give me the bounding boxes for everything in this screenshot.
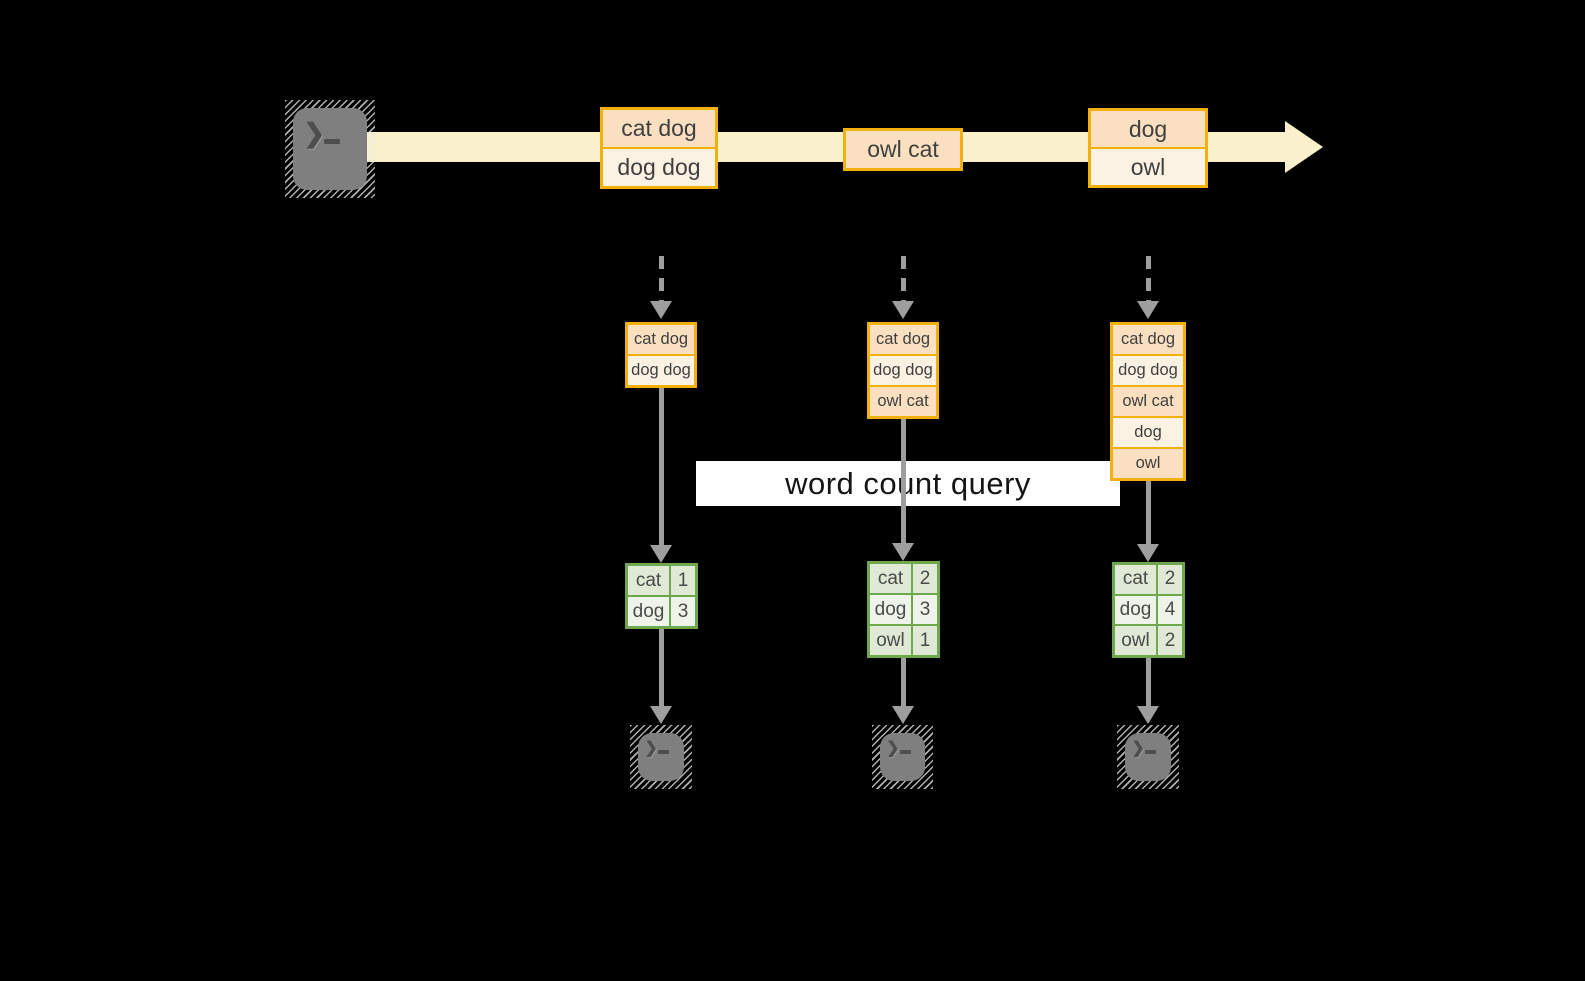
count-word: owl: [1115, 626, 1156, 655]
word-line: cat dog: [1113, 325, 1183, 354]
ingest-arrow-dashed-1: [659, 256, 664, 301]
count-word: dog: [628, 597, 669, 626]
word-line: owl cat: [846, 131, 960, 168]
ingest-arrowhead-2: [892, 301, 914, 319]
word-line: dog dog: [603, 149, 715, 186]
stream-arrowhead-icon: [1285, 121, 1323, 173]
count-value: 3: [671, 597, 695, 626]
count-value: 2: [913, 564, 937, 593]
count-word: dog: [1115, 595, 1156, 625]
word-line: owl cat: [1113, 387, 1183, 416]
count-word: owl: [870, 626, 911, 655]
output-terminal-icon-3: ❯: [1117, 725, 1179, 789]
source-terminal-icon: ❯: [285, 100, 375, 198]
word-line: dog dog: [628, 356, 694, 385]
query-arrow-shaft-1: [659, 388, 664, 546]
output-arrow-shaft-3: [1146, 658, 1151, 707]
word-line: owl cat: [870, 387, 936, 416]
prompt-chevron-icon: ❯: [644, 739, 658, 757]
query-arrowhead-3: [1137, 544, 1159, 562]
prompt-chevron-icon: ❯: [1131, 739, 1145, 757]
word-line: cat dog: [603, 110, 715, 147]
prompt-cursor-icon: [899, 750, 911, 755]
count-word: cat: [870, 564, 911, 593]
count-value: 3: [913, 595, 937, 624]
ingest-arrowhead-3: [1137, 301, 1159, 319]
word-line: owl: [1113, 449, 1183, 478]
count-value: 1: [913, 626, 937, 655]
word-line: cat dog: [870, 325, 936, 354]
word-line: dog: [1091, 111, 1205, 147]
word-line: dog: [1113, 418, 1183, 447]
query-arrowhead-1: [650, 545, 672, 563]
word-count-query-banner: word count query: [696, 461, 1120, 506]
query-arrow-shaft-2: [901, 419, 906, 544]
prompt-cursor-icon: [324, 139, 341, 145]
count-value: 2: [1158, 565, 1182, 594]
output-arrowhead-1: [650, 706, 672, 724]
prompt-chevron-icon: ❯: [303, 117, 326, 148]
output-arrowhead-2: [892, 706, 914, 724]
count-word: dog: [870, 595, 911, 624]
terminal-icon: ❯: [1125, 733, 1171, 781]
terminal-icon: ❯: [293, 108, 367, 190]
prompt-chevron-icon: ❯: [886, 739, 900, 757]
query-arrow-shaft-3: [1146, 481, 1151, 545]
prompt-cursor-icon: [1145, 750, 1157, 755]
terminal-icon: ❯: [638, 733, 684, 781]
word-line: dog dog: [870, 356, 936, 385]
count-value: 4: [1158, 595, 1182, 625]
stream-batch-2: owl cat: [843, 128, 963, 171]
word-line: dog dog: [1113, 356, 1183, 385]
query-arrowhead-2: [892, 543, 914, 561]
output-terminal-icon-2: ❯: [872, 725, 933, 789]
output-arrow-shaft-2: [901, 658, 906, 707]
count-word: cat: [1115, 565, 1156, 594]
word-line: owl: [1091, 149, 1205, 185]
ingest-arrow-dashed-2: [901, 256, 906, 301]
output-terminal-icon-1: ❯: [630, 725, 692, 789]
prompt-cursor-icon: [658, 750, 670, 755]
count-value: 2: [1158, 626, 1182, 655]
count-word: cat: [628, 566, 669, 595]
ingest-arrow-dashed-3: [1146, 256, 1151, 301]
output-arrow-shaft-1: [659, 629, 664, 707]
ingest-arrowhead-1: [650, 301, 672, 319]
terminal-icon: ❯: [880, 733, 925, 781]
count-value: 1: [671, 566, 695, 595]
word-line: cat dog: [628, 325, 694, 354]
output-arrowhead-3: [1137, 706, 1159, 724]
